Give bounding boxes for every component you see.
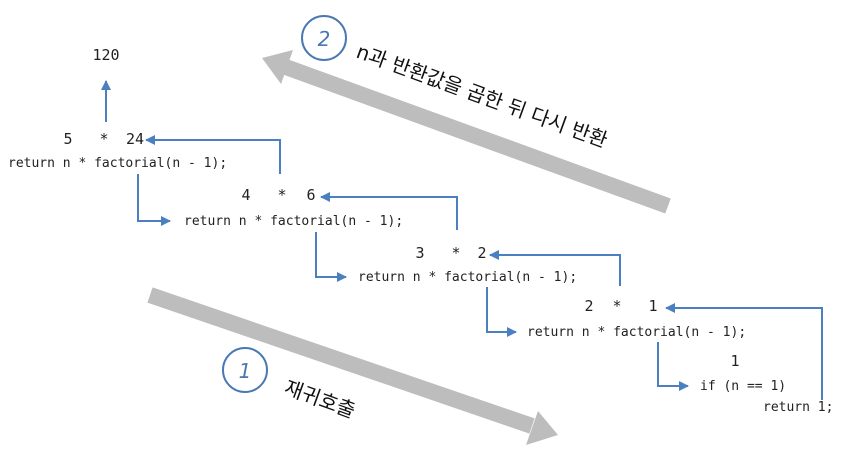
result-value: 120 (92, 46, 119, 64)
return-arrow-2 (489, 250, 621, 286)
level-4: 4 * 6 return n * factorial(n - 1); (184, 186, 403, 229)
call-arrow-3 (486, 287, 517, 337)
recursive-call-arrow (147, 287, 558, 445)
return-phase-arrow (262, 50, 671, 214)
level-code: return n * factorial(n - 1); (184, 214, 403, 229)
return-arrow-1 (665, 303, 823, 400)
return-arrow-3 (320, 192, 458, 230)
level-n: 5 (63, 130, 72, 148)
badge-number: 1 (239, 359, 252, 383)
level-n: 4 (241, 186, 250, 204)
return-phase-badge: 2 (301, 15, 347, 61)
level-operator: * (612, 297, 621, 315)
level-returned-value: 2 (477, 244, 486, 262)
call-arrow-2 (315, 232, 347, 282)
base-return: return 1; (763, 400, 833, 415)
call-arrow-4 (657, 342, 689, 391)
level-returned-value: 1 (648, 297, 657, 315)
recursive-call-badge: 1 (222, 347, 268, 393)
level-3: 3 * 2 return n * factorial(n - 1); (358, 244, 577, 285)
call-arrow-1 (137, 174, 171, 226)
connector-arrows (101, 80, 823, 400)
level-2: 2 * 1 return n * factorial(n - 1); (527, 297, 746, 340)
base-condition: if (n == 1) (700, 379, 786, 394)
level-code: return n * factorial(n - 1); (358, 270, 577, 285)
level-operator: * (277, 186, 286, 204)
badge-circle (301, 15, 347, 61)
level-operator: * (451, 244, 460, 262)
recursive-call-label: 재귀호출 (281, 375, 358, 423)
badge-number: 2 (318, 27, 331, 51)
level-n: 3 (415, 244, 424, 262)
level-returned-value: 6 (306, 186, 315, 204)
base-n: 1 (730, 352, 739, 370)
level-5: 5 * 24 return n * factorial(n - 1); (8, 130, 227, 171)
level-code: return n * factorial(n - 1); (8, 156, 227, 171)
level-code: return n * factorial(n - 1); (527, 325, 746, 340)
level-returned-value: 24 (126, 130, 144, 148)
return-arrow-4 (145, 135, 281, 174)
level-n: 2 (584, 297, 593, 315)
badge-circle (222, 347, 268, 393)
level-operator: * (99, 130, 108, 148)
base-case: 1 if (n == 1) return 1; (700, 352, 833, 415)
